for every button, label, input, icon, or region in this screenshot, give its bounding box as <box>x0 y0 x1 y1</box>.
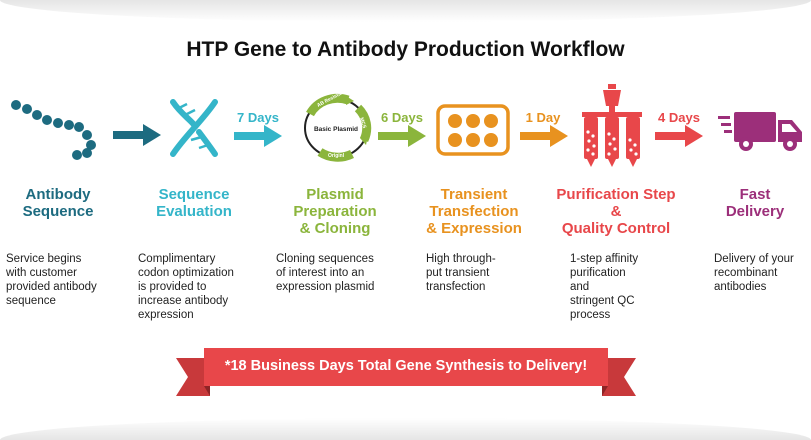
step-title-sequence-evaluation: Sequence Evaluation <box>156 186 232 220</box>
bottom-shadow <box>0 418 811 440</box>
delivery-truck-icon <box>718 112 802 151</box>
purification-columns-icon <box>582 84 642 167</box>
duration-label: 1 Day <box>525 110 561 125</box>
step-title-fast-delivery: Fast Delivery <box>725 186 785 220</box>
arrow-icon <box>520 125 568 147</box>
page-title: HTP Gene to Antibody Production Workflow <box>186 38 625 61</box>
duration-label: 7 Days <box>237 110 279 125</box>
plasmid-icon: Basic Plasmid AB Resistance MCS OriginI <box>304 92 372 162</box>
ribbon-shape <box>176 348 636 396</box>
plasmid-right-label: MCS <box>358 117 367 130</box>
arrow-icon <box>655 125 703 147</box>
step-description: Cloning sequences of interest into an ex… <box>276 253 375 293</box>
plasmid-center-label: Basic Plasmid <box>314 126 358 133</box>
step-title-transient-transfection: Transient Transfection & Expression <box>426 186 522 237</box>
top-shadow <box>0 0 811 22</box>
well-plate-icon <box>436 104 510 156</box>
step-title-purification-quality-control: Purification Step & Quality Control <box>556 186 676 237</box>
step-description: 1-step affinity purification and stringe… <box>570 253 639 321</box>
summary-banner: *18 Business Days Total Gene Synthesis t… <box>176 346 636 402</box>
banner-text: *18 Business Days Total Gene Synthesis t… <box>224 358 588 374</box>
step-title-plasmid-preparation: Plasmid Preparation & Cloning <box>293 186 377 237</box>
arrow-icon <box>113 124 161 146</box>
step-description: Service begins with customer provided an… <box>6 253 97 307</box>
step-description: Delivery of your recombinant antibodies <box>714 253 794 293</box>
plasmid-bottom-label: OriginI <box>328 153 345 159</box>
duration-label: 6 Days <box>381 110 423 125</box>
step-title-antibody-sequence: Antibody Sequence <box>22 186 94 220</box>
arrow-icon <box>378 125 426 147</box>
dna-helix-icon <box>170 99 218 157</box>
step-description: Complimentary codon optimization is prov… <box>138 253 234 321</box>
step-description: High through- put transient transfection <box>426 253 496 293</box>
antibody-chain-icon <box>11 100 96 160</box>
arrow-icon <box>234 125 282 147</box>
duration-label: 4 Days <box>658 110 700 125</box>
